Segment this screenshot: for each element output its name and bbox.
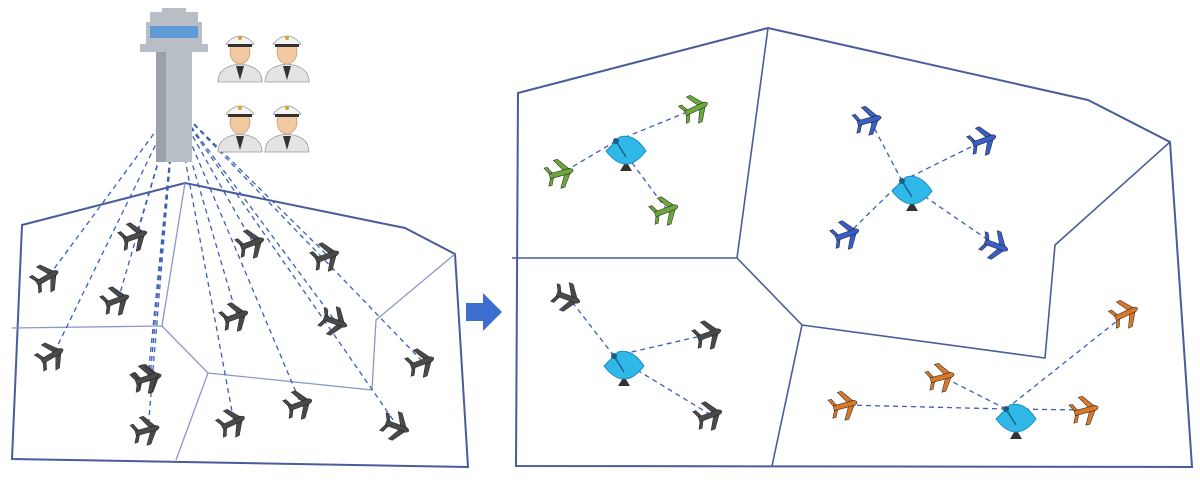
airplane-icon bbox=[26, 258, 66, 299]
right-sector-lines bbox=[512, 27, 1171, 467]
airplane-icon bbox=[1067, 392, 1103, 429]
left-planes bbox=[26, 218, 440, 449]
airplane-icon bbox=[31, 336, 71, 377]
satellite-dish-icon bbox=[603, 350, 645, 386]
airplane-icon bbox=[402, 344, 440, 382]
airplane-icon bbox=[307, 238, 345, 276]
airplane-icon bbox=[646, 192, 684, 230]
officer-icon bbox=[264, 35, 310, 83]
satellite-dishes bbox=[603, 135, 1037, 439]
left-sector-lines bbox=[11, 182, 456, 461]
tower-link-line bbox=[174, 104, 337, 323]
airplane-icon bbox=[377, 407, 415, 445]
tower-deck bbox=[140, 44, 208, 52]
sector-line-middle bbox=[512, 141, 1171, 359]
cluster-links bbox=[561, 107, 1128, 416]
controllers-group bbox=[217, 35, 310, 153]
airplane-icon bbox=[976, 226, 1014, 264]
airplane-icon bbox=[689, 316, 727, 354]
dish-link-line bbox=[561, 140, 617, 174]
airplane-icon bbox=[280, 386, 318, 424]
dish-link-line bbox=[845, 404, 1007, 410]
airplane-icon bbox=[548, 278, 586, 316]
dish-link-line bbox=[615, 107, 698, 142]
dish-link-line bbox=[942, 376, 1007, 410]
sector-line-bottom-vertical bbox=[771, 324, 803, 467]
satellite-dish-icon bbox=[891, 175, 933, 211]
airplane-icon bbox=[826, 387, 862, 424]
centralized-control-panel bbox=[10, 8, 470, 469]
tower-link-line bbox=[174, 104, 302, 405]
tower-link-line bbox=[174, 104, 424, 363]
airplane-icon bbox=[964, 122, 1002, 160]
dish-link-line bbox=[568, 297, 615, 357]
tower-link-line bbox=[117, 104, 176, 301]
airplane-icon bbox=[690, 397, 728, 435]
airplane-icon bbox=[1105, 294, 1144, 334]
sector-line-vertical-bottom bbox=[175, 372, 209, 461]
airplane-icon bbox=[128, 412, 164, 449]
tower-link-line bbox=[174, 104, 399, 428]
tower-link-line bbox=[52, 104, 176, 356]
right-arrow-icon bbox=[466, 293, 502, 331]
tower-window bbox=[150, 26, 198, 38]
sector-line-notch bbox=[371, 253, 456, 391]
dish-link-line bbox=[901, 139, 986, 182]
airplane-icon bbox=[675, 89, 714, 129]
control-tower-icon bbox=[140, 8, 208, 162]
tower-shadow bbox=[156, 52, 166, 162]
dish-link-line bbox=[613, 333, 711, 357]
airplane-icon bbox=[827, 216, 865, 254]
airplane-icon bbox=[97, 282, 135, 320]
sector-line-horizontal bbox=[11, 325, 373, 391]
satellite-dish-icon bbox=[995, 403, 1037, 439]
airplane-icon bbox=[542, 155, 578, 192]
dish-link-line bbox=[1005, 312, 1128, 410]
airplane-icon bbox=[850, 102, 886, 139]
satellite-dish-icon bbox=[605, 135, 647, 171]
airplane-icon bbox=[315, 302, 353, 340]
airplane-icon bbox=[923, 359, 959, 396]
sector-line-vertical-left bbox=[161, 182, 186, 327]
tower-top bbox=[150, 12, 198, 22]
sector-line-top-vertical bbox=[736, 27, 769, 259]
distributed-control-panel bbox=[512, 26, 1194, 469]
tower-links bbox=[47, 104, 424, 431]
dish-link-line bbox=[869, 119, 903, 182]
officer-icon bbox=[217, 105, 263, 153]
airplane-icon bbox=[216, 298, 254, 336]
tower-antenna bbox=[162, 8, 186, 12]
officer-icon bbox=[217, 35, 263, 83]
airplane-icon bbox=[115, 218, 153, 256]
officer-icon bbox=[264, 105, 310, 153]
